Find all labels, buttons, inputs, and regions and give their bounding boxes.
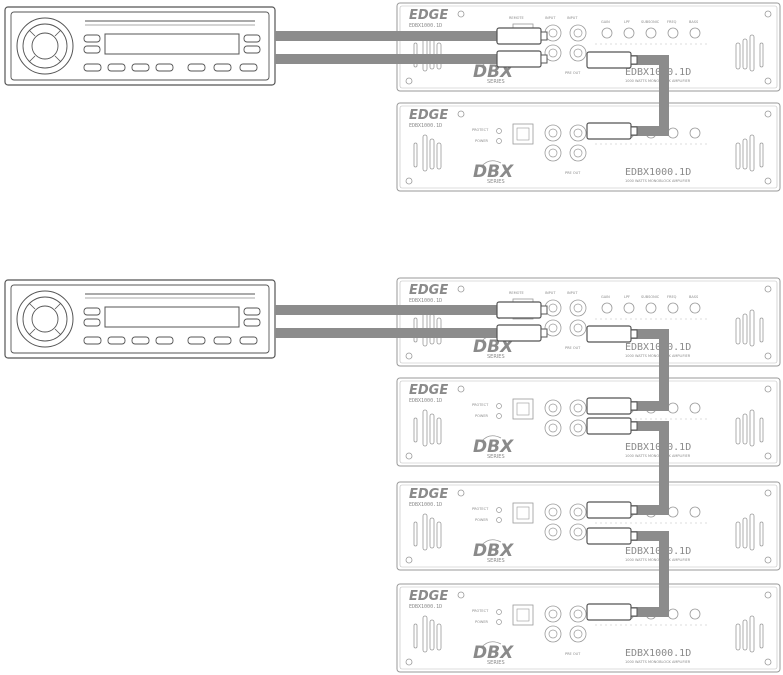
amp-model-small: EDBX1000.1D — [409, 298, 442, 304]
amp-series-word: SERIES — [487, 354, 505, 360]
amp-model-small: EDBX1000.1D — [409, 123, 442, 129]
amp-model-small: EDBX1000.1D — [409, 502, 442, 508]
head-unit-bottom — [4, 279, 276, 359]
amp-preout-label: PRE OUT — [565, 652, 581, 656]
diagram-two-amps: EDGE EDBX1000.1D REMOTE INPUT INPUT PRE … — [4, 2, 781, 192]
amp-brand: EDGE — [409, 383, 448, 398]
amp-protect-label: PROTECT — [472, 609, 489, 613]
amp-model-small: EDBX1000.1D — [409, 23, 442, 29]
amp-link-label: INPUT — [567, 291, 578, 295]
amp-knob-lpf: LPF — [624, 295, 630, 299]
amp-knob-gain: GAIN — [601, 20, 610, 24]
amp-model-large: EDBX1000.1D — [625, 167, 691, 178]
amp-brand: EDGE — [409, 487, 448, 502]
rca-cables-bottom — [275, 301, 669, 621]
amp-knob-gain: GAIN — [601, 295, 610, 299]
head-unit-top — [4, 6, 276, 86]
amp-remote-label: REMOTE — [509, 291, 524, 295]
amp-input-label: INPUT — [545, 16, 556, 20]
amp-power-label: POWER — [475, 139, 489, 143]
amp-series-word: SERIES — [487, 454, 505, 460]
amplifier-3: EDGE EDBX1000.1D REMOTE INPUT INPUT PRE … — [396, 277, 781, 367]
amp-series-logo: DBX — [473, 437, 514, 457]
amp-tagline: 1000 WATTS MONOBLOCK AMPLIFIER — [625, 79, 691, 83]
amp-model-large: EDBX1000.1D — [625, 442, 691, 453]
amp-brand: EDGE — [409, 283, 448, 298]
amp-knob-subsonic: SUBSONIC — [641, 295, 660, 299]
amp-model-small: EDBX1000.1D — [409, 398, 442, 404]
amp-tagline: 1000 WATTS MONOBLOCK AMPLIFIER — [625, 454, 691, 458]
amp-input-label: INPUT — [545, 291, 556, 295]
amp-preout-label: PRE OUT — [565, 71, 581, 75]
amp-power-label: POWER — [475, 414, 489, 418]
amp-model-large: EDBX1000.1D — [625, 546, 691, 557]
amp-power-label: POWER — [475, 518, 489, 522]
amp-preout-label: PRE OUT — [565, 171, 581, 175]
amp-protect-label: PROTECT — [472, 507, 489, 511]
amp-tagline: 1000 WATTS MONOBLOCK AMPLIFIER — [625, 660, 691, 664]
amp-model-large: EDBX1000.1D — [625, 648, 691, 659]
amp-knob-freq: FREQ — [667, 20, 677, 24]
amp-series-logo: DBX — [473, 162, 514, 182]
amp-series-word: SERIES — [487, 558, 505, 564]
amp-knob-bass: BASS — [689, 295, 699, 299]
amp-series-logo: DBX — [473, 541, 514, 561]
amp-series-word: SERIES — [487, 79, 505, 85]
amp-knob-freq: FREQ — [667, 295, 677, 299]
amp-model-large: EDBX1000.1D — [625, 342, 691, 353]
amp-knob-bass: BASS — [689, 20, 699, 24]
amp-preout-label: PRE OUT — [565, 346, 581, 350]
amplifier-2: EDGE EDBX1000.1D PROTECT POWER PRE OUT D… — [396, 102, 781, 192]
amplifier-5: EDGE EDBX1000.1D PROTECT POWER DBX SERIE… — [396, 481, 781, 571]
diagram-four-amps: EDGE EDBX1000.1D REMOTE INPUT INPUT PRE … — [4, 277, 781, 673]
amp-link-label: INPUT — [567, 16, 578, 20]
amp-knob-subsonic: SUBSONIC — [641, 20, 660, 24]
amplifier-1: EDGE EDBX1000.1D REMOTE INPUT INPUT PRE … — [396, 2, 781, 92]
amp-model-large: EDBX1000.1D — [625, 67, 691, 78]
amp-protect-label: PROTECT — [472, 403, 489, 407]
amp-tagline: 1000 WATTS MONOBLOCK AMPLIFIER — [625, 558, 691, 562]
amp-protect-label: PROTECT — [472, 128, 489, 132]
amp-brand: EDGE — [409, 8, 448, 23]
rca-cables-top — [275, 27, 669, 140]
amp-brand: EDGE — [409, 108, 448, 123]
amplifier-6: EDGE EDBX1000.1D PROTECT POWER PRE OUT D… — [396, 583, 781, 673]
amp-knob-lpf: LPF — [624, 20, 630, 24]
amp-series-logo: DBX — [473, 643, 514, 663]
amp-power-label: POWER — [475, 620, 489, 624]
amp-tagline: 1000 WATTS MONOBLOCK AMPLIFIER — [625, 354, 691, 358]
amp-series-logo: DBX — [473, 337, 514, 357]
amp-series-word: SERIES — [487, 660, 505, 666]
amp-model-small: EDBX1000.1D — [409, 604, 442, 610]
amplifier-4: EDGE EDBX1000.1D PROTECT POWER DBX SERIE… — [396, 377, 781, 467]
amp-remote-label: REMOTE — [509, 16, 524, 20]
amp-series-word: SERIES — [487, 179, 505, 185]
amp-tagline: 1000 WATTS MONOBLOCK AMPLIFIER — [625, 179, 691, 183]
amp-brand: EDGE — [409, 589, 448, 604]
